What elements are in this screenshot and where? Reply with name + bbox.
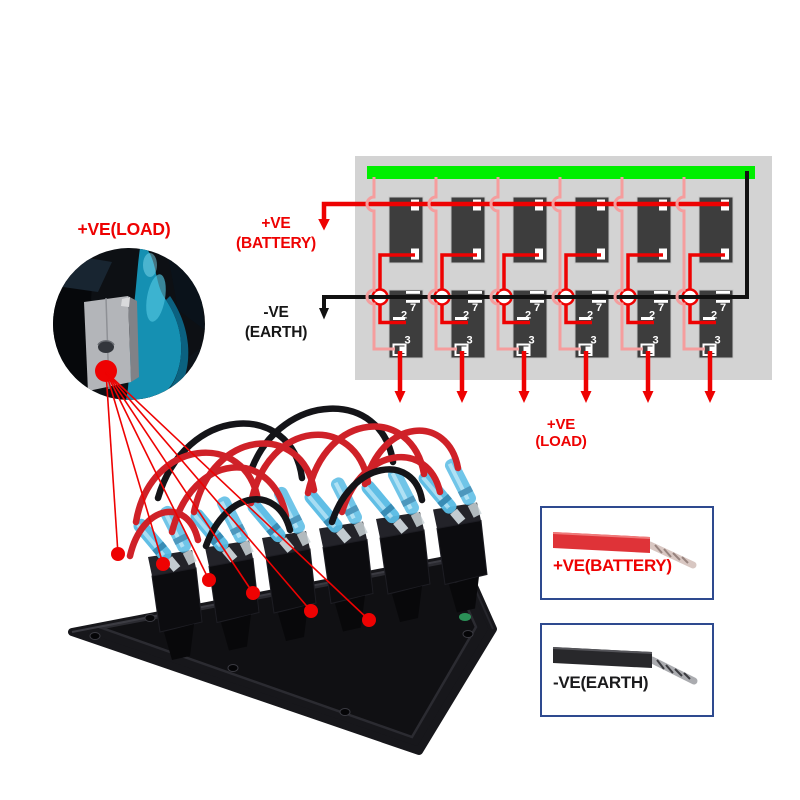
terminal-label: 7 [720, 302, 726, 314]
load-label-line1: +VE [546, 416, 576, 433]
load-label-line2: (LOAD) [535, 433, 587, 450]
terminal-label: 2 [587, 310, 593, 322]
legend-earth-label: -VE(EARTH) [553, 673, 649, 692]
load-arrow-icon [704, 391, 716, 403]
panel-switch [418, 458, 488, 613]
battery-bus-wire [321, 201, 729, 220]
battery-bus [318, 201, 729, 231]
jumper-wires [126, 405, 462, 560]
terminal-closeup-photo [53, 248, 205, 400]
terminal-label: 3 [652, 335, 658, 347]
terminal-label: 2 [463, 310, 469, 322]
backlight-wire [551, 177, 581, 351]
callout-line [105, 371, 254, 594]
terminal-label: 3 [404, 335, 410, 347]
battery-label-line2: (BATTERY) [236, 235, 316, 252]
legend-battery: +VE(BATTERY) [540, 506, 714, 600]
green-connector [459, 613, 471, 621]
battery-label-line1: +VE [261, 215, 291, 232]
annotation-fan [105, 371, 376, 627]
screw-hole [144, 614, 156, 622]
callout-line [105, 371, 312, 612]
load-arrow-icon [394, 391, 406, 403]
earth-bus-wire [322, 171, 749, 309]
blue-connector [387, 467, 425, 528]
blue-boot [126, 248, 182, 400]
callout-line [105, 371, 164, 565]
earth-label-line2: (EARTH) [244, 324, 308, 341]
callout-line [105, 371, 370, 621]
load-arrow-icon [642, 391, 654, 403]
terminal-label: 7 [534, 302, 540, 314]
terminal-label: 3 [528, 335, 534, 347]
terminal-dot [202, 573, 216, 587]
load-label: +VE (LOAD) [511, 416, 611, 450]
earth-label-line1: -VE [263, 304, 289, 321]
earth-label: -VE (EARTH) [226, 303, 326, 343]
earth-wire-sample [552, 647, 698, 685]
terminal-label: 7 [596, 302, 602, 314]
battery-wire-sample [552, 532, 697, 569]
callout-line [105, 371, 210, 581]
terminal-dot [111, 547, 125, 561]
screw-hole [462, 630, 474, 638]
panel-photo [68, 405, 497, 755]
terminal-label: 2 [525, 310, 531, 322]
terminal-label: 3 [714, 335, 720, 347]
backlight-wires [365, 177, 705, 351]
battery-arrow-icon [318, 219, 330, 231]
backlight-wire [613, 177, 643, 351]
backlight-wire [675, 177, 705, 351]
battery-label: +VE (BATTERY) [226, 214, 326, 254]
earth-arrow-icon [319, 308, 329, 320]
legend-earth: -VE(EARTH) [540, 623, 714, 717]
terminal-dot [304, 604, 318, 618]
panel-switch [361, 467, 431, 622]
screw-hole [227, 664, 239, 672]
inset-load-label: +VE(LOAD) [77, 219, 171, 239]
legend-battery-label: +VE(BATTERY) [553, 556, 672, 575]
load-arrow-icon [518, 391, 530, 403]
screw-hole [89, 632, 101, 640]
load-arrow-icon [580, 391, 592, 403]
terminal-label: 3 [590, 335, 596, 347]
terminal-label: 2 [401, 310, 407, 322]
load-arrow-icon [456, 391, 468, 403]
green-bus-bar [367, 166, 755, 179]
backlight-wire [427, 177, 457, 351]
backlight-wire [489, 177, 519, 351]
callout-line [105, 371, 119, 555]
terminal-label: 2 [711, 310, 717, 322]
earth-bus [319, 171, 749, 320]
terminal-label: 7 [472, 302, 478, 314]
terminal-dot [156, 557, 170, 571]
screw-hole [339, 708, 351, 716]
terminal-dot [362, 613, 376, 627]
blue-connector [361, 480, 409, 534]
terminal-label: 7 [658, 302, 664, 314]
backlight-wire [365, 177, 395, 351]
blue-connector [444, 458, 482, 518]
terminal-dot [246, 586, 260, 600]
terminal-label: 3 [466, 335, 472, 347]
terminal-label: 2 [649, 310, 655, 322]
terminal-label: 7 [410, 302, 416, 314]
